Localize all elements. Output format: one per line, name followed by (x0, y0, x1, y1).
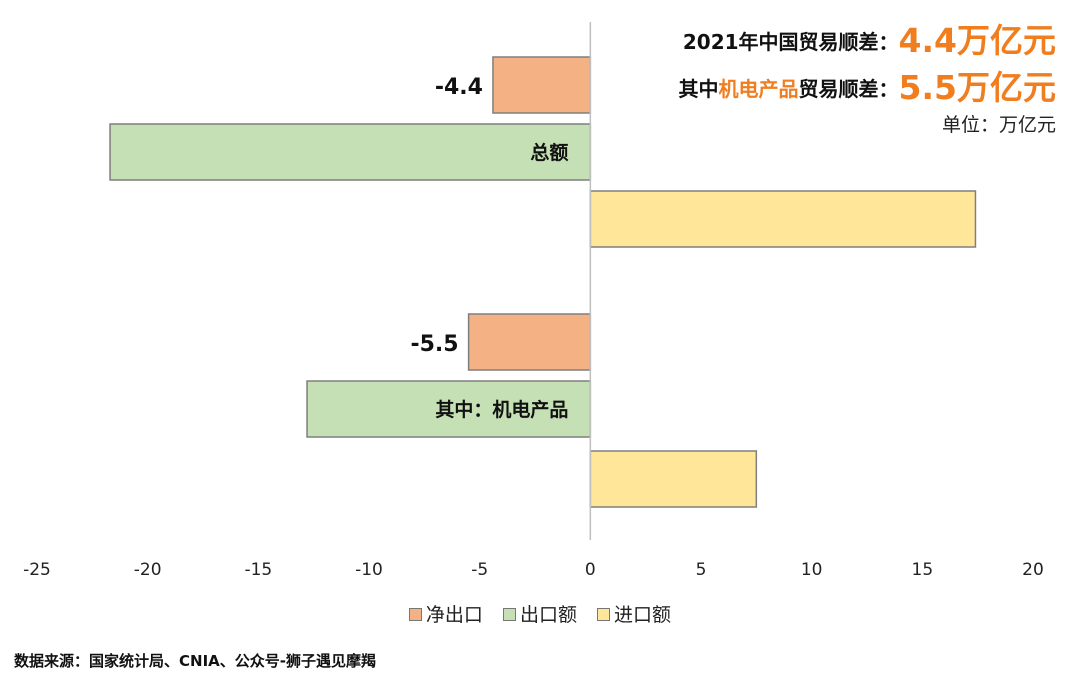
bar-import-2 (589, 450, 758, 508)
legend-label-import: 进口额 (614, 604, 672, 626)
title-line-2-prefix: 其中 (678, 77, 719, 101)
trade-surplus-value: 4.4万亿元 (898, 21, 1056, 60)
legend-swatch-import (597, 608, 611, 621)
title-line-1: 2021年中国贸易顺差：4.4万亿元 (679, 18, 1056, 65)
bar-export-2 (306, 380, 592, 438)
legend-label-export: 出口额 (519, 604, 577, 626)
electromech-surplus-value: 5.5万亿元 (898, 68, 1056, 107)
legend-item-net-export: 净出口 (408, 600, 483, 627)
x-tick-label-5: -5 (471, 560, 488, 580)
net-export-data-label-1: -4.4 (435, 75, 483, 100)
title-line-2-highlight: 机电产品 (718, 77, 799, 101)
x-tick-label-6: 0 (585, 560, 596, 580)
x-tick-label-3: -15 (244, 560, 272, 580)
x-tick-label-1: -25 (23, 560, 51, 580)
x-tick-label-2: -20 (134, 560, 162, 580)
legend-item-import: 进口额 (597, 600, 671, 627)
x-tick-label-7: 5 (696, 560, 707, 580)
category-label-2: 其中：机电产品 (435, 398, 568, 421)
unit-label: 单位：万亿元 (941, 114, 1056, 136)
bar-import-1 (589, 190, 977, 248)
title-line-2: 其中机电产品贸易顺差：5.5万亿元 (679, 65, 1056, 112)
title-line-2-middle: 贸易顺差： (798, 77, 899, 101)
x-tick-label-9: 15 (912, 560, 934, 580)
x-tick-label-10: 20 (1022, 560, 1044, 580)
net-export-data-label-2: -5.5 (410, 332, 458, 357)
legend-swatch-net-export (408, 608, 422, 621)
legend-label-net-export: 净出口 (425, 604, 483, 626)
bar-export-1 (109, 123, 592, 181)
title-line-1-prefix: 2021年中国贸易顺差： (682, 30, 899, 54)
title-block: 2021年中国贸易顺差：4.4万亿元 其中机电产品贸易顺差：5.5万亿元 单位：… (679, 18, 1056, 137)
x-tick-label-4: -10 (355, 560, 383, 580)
data-source: 数据来源：国家统计局、CNIA、公众号-狮子遇见摩羯 (14, 652, 376, 670)
category-label-1: 总额 (530, 141, 568, 164)
legend-item-export: 出口额 (502, 600, 577, 627)
bar-net-export-1 (492, 56, 592, 114)
x-tick-label-8: 10 (801, 560, 823, 580)
legend-swatch-export (502, 608, 516, 621)
legend: 净出口 出口额 进口额 (0, 600, 1080, 627)
bar-net-export-2 (467, 313, 592, 371)
